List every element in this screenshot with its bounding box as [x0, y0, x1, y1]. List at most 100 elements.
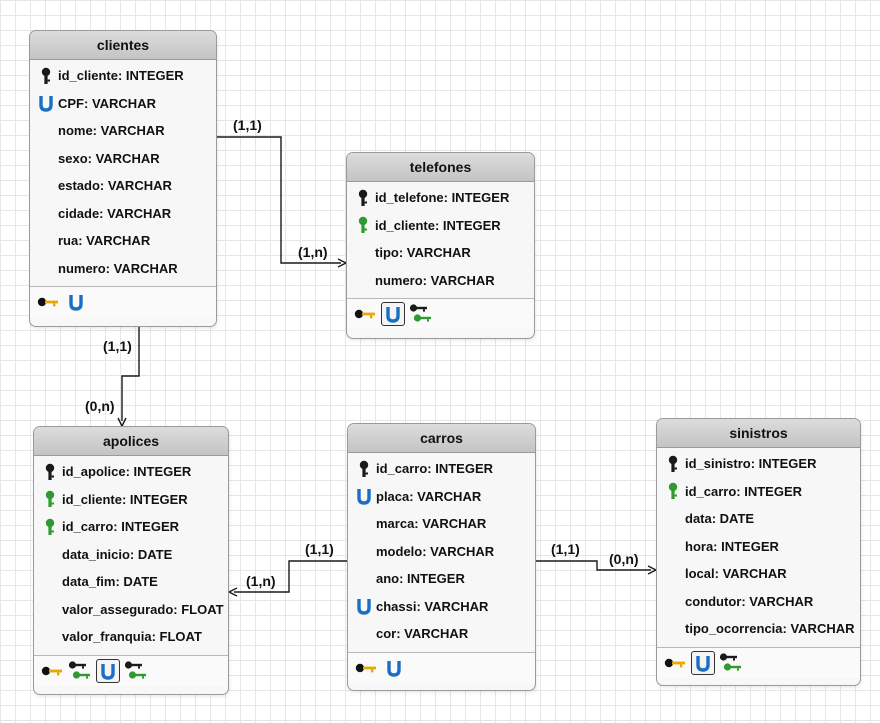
attribute-row[interactable]: valor_assegurado: FLOAT: [34, 596, 228, 624]
attribute-label: rua: VARCHAR: [58, 233, 151, 249]
attribute-label: modelo: VARCHAR: [376, 543, 495, 559]
unique-icon[interactable]: [62, 289, 90, 315]
attribute-row[interactable]: numero: VARCHAR: [30, 255, 216, 283]
attribute-row[interactable]: data: DATE: [657, 505, 860, 533]
entity-toolbar: [348, 651, 535, 683]
unique-icon[interactable]: [96, 658, 120, 683]
foreign-key-icon[interactable]: [122, 658, 150, 684]
attribute-row[interactable]: data_inicio: DATE: [34, 541, 228, 569]
attribute-label: data: DATE: [685, 511, 755, 527]
attribute-label: id_carro: INTEGER: [62, 519, 180, 535]
attribute-row[interactable]: local: VARCHAR: [657, 560, 860, 588]
attribute-row[interactable]: id_carro: INTEGER: [348, 455, 535, 483]
attribute-label: cidade: VARCHAR: [58, 205, 172, 221]
attribute-row[interactable]: hora: INTEGER: [657, 533, 860, 561]
attribute-label: placa: VARCHAR: [376, 488, 482, 504]
attribute-row[interactable]: id_carro: INTEGER: [34, 513, 228, 541]
index-key-icon[interactable]: [38, 658, 66, 684]
attribute-row[interactable]: modelo: VARCHAR: [348, 538, 535, 566]
attribute-row[interactable]: rua: VARCHAR: [30, 227, 216, 255]
arrow-head: [117, 417, 127, 428]
primary-key-icon: [355, 189, 371, 207]
attribute-row[interactable]: marca: VARCHAR: [348, 510, 535, 538]
blank-icon: [355, 244, 371, 262]
unique-icon: [38, 94, 54, 112]
blank-icon: [38, 122, 54, 140]
blank-icon: [665, 592, 681, 610]
blank-icon: [665, 565, 681, 583]
attribute-row[interactable]: id_sinistro: INTEGER: [657, 450, 860, 478]
attribute-row[interactable]: data_fim: DATE: [34, 568, 228, 596]
attribute-row[interactable]: valor_franquia: FLOAT: [34, 623, 228, 651]
foreign-key-icon[interactable]: [717, 650, 745, 676]
blank-icon: [42, 573, 58, 591]
attribute-row[interactable]: placa: VARCHAR: [348, 483, 535, 511]
attribute-label: CPF: VARCHAR: [58, 95, 156, 111]
unique-icon[interactable]: [380, 655, 408, 681]
blank-icon: [665, 537, 681, 555]
blank-icon: [355, 271, 371, 289]
index-key-icon[interactable]: [661, 650, 689, 676]
blank-icon: [38, 259, 54, 277]
attribute-label: nome: VARCHAR: [58, 123, 165, 139]
attribute-row[interactable]: id_cliente: INTEGER: [34, 486, 228, 514]
entity-toolbar: [34, 654, 228, 686]
attribute-label: tipo_ocorrencia: VARCHAR: [685, 621, 855, 637]
arrow-head: [227, 587, 238, 597]
attribute-row[interactable]: estado: VARCHAR: [30, 172, 216, 200]
index-key-icon[interactable]: [352, 655, 380, 681]
blank-icon: [356, 542, 372, 560]
attribute-row[interactable]: condutor: VARCHAR: [657, 588, 860, 616]
entity-title: carros: [348, 424, 535, 453]
attribute-label: valor_franquia: FLOAT: [62, 629, 202, 645]
attribute-row[interactable]: id_cliente: INTEGER: [30, 62, 216, 90]
attribute-row[interactable]: cidade: VARCHAR: [30, 200, 216, 228]
attribute-row[interactable]: ano: INTEGER: [348, 565, 535, 593]
attribute-row[interactable]: tipo: VARCHAR: [347, 239, 534, 267]
unique-icon: [356, 487, 372, 505]
cardinality-label: (0,n): [85, 398, 115, 414]
attribute-label: cor: VARCHAR: [376, 626, 469, 642]
blank-icon: [665, 510, 681, 528]
unique-icon[interactable]: [691, 650, 715, 675]
attribute-row[interactable]: id_cliente: INTEGER: [347, 212, 534, 240]
foreign-key-icon[interactable]: [66, 658, 94, 684]
foreign-key-icon: [355, 216, 371, 234]
attribute-label: id_carro: INTEGER: [376, 461, 494, 477]
attribute-label: hora: INTEGER: [685, 538, 779, 554]
attribute-row[interactable]: sexo: VARCHAR: [30, 145, 216, 173]
primary-key-icon: [356, 460, 372, 478]
attribute-row[interactable]: chassi: VARCHAR: [348, 593, 535, 621]
unique-icon[interactable]: [381, 302, 405, 326]
attribute-row[interactable]: id_apolice: INTEGER: [34, 458, 228, 486]
entity-toolbar: [657, 646, 860, 678]
attribute-row[interactable]: CPF: VARCHAR: [30, 90, 216, 118]
foreign-key-icon[interactable]: [407, 301, 435, 327]
attribute-label: chassi: VARCHAR: [376, 598, 489, 614]
attribute-label: id_cliente: INTEGER: [62, 491, 188, 507]
arrow-head: [337, 258, 348, 268]
attribute-label: id_cliente: INTEGER: [375, 217, 501, 233]
attribute-row[interactable]: cor: VARCHAR: [348, 620, 535, 648]
attribute-label: marca: VARCHAR: [376, 516, 487, 532]
attribute-row[interactable]: numero: VARCHAR: [347, 267, 534, 295]
index-key-icon[interactable]: [351, 301, 379, 327]
attribute-row[interactable]: id_carro: INTEGER: [657, 478, 860, 506]
attribute-label: sexo: VARCHAR: [58, 150, 160, 166]
entity-carros[interactable]: carros id_carro: INTEGER placa: VARCHAR mar…: [347, 423, 536, 691]
attribute-row[interactable]: id_telefone: INTEGER: [347, 184, 534, 212]
entity-title: clientes: [30, 31, 216, 60]
entity-toolbar: [30, 286, 216, 317]
attribute-row[interactable]: tipo_ocorrencia: VARCHAR: [657, 615, 860, 643]
blank-icon: [42, 545, 58, 563]
blank-icon: [38, 232, 54, 250]
blank-icon: [356, 515, 372, 533]
index-key-icon[interactable]: [34, 289, 62, 315]
blank-icon: [38, 149, 54, 167]
cardinality-label: (1,1): [551, 541, 580, 557]
attribute-row[interactable]: nome: VARCHAR: [30, 117, 216, 145]
